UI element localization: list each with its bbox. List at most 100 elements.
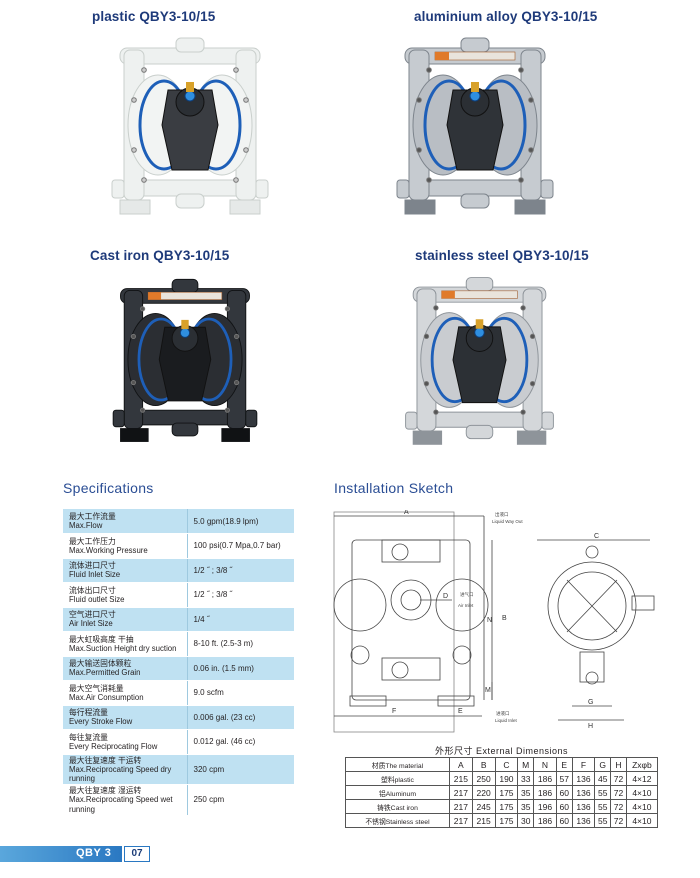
page-number: 07: [124, 846, 150, 862]
spec-label-cn: 最大空气消耗量: [69, 683, 124, 693]
spec-label-en: Max.Reciprocating Speed dry running: [69, 764, 172, 783]
dimensions-value-cell: 136: [571, 785, 596, 800]
dimensions-value-cell: 215: [471, 813, 496, 828]
dimensions-header-cell: E: [555, 757, 573, 772]
spec-label-cn: 每往复流量: [69, 732, 108, 742]
dimensions-value-cell: 220: [471, 785, 496, 800]
dimensions-material-cell: 铝Aluminum: [345, 785, 450, 800]
spec-value: 250 cpm: [186, 784, 294, 816]
dimensions-value-cell: 136: [571, 799, 596, 814]
page-footer: QBY 3 07: [0, 846, 700, 862]
dimensions-value-cell: 217: [448, 813, 473, 828]
installation-title: Installation Sketch: [334, 480, 454, 496]
spec-label-en: Max.Working Pressure: [69, 545, 148, 555]
dimensions-value-cell: 35: [517, 785, 535, 800]
spec-value: 320 cpm: [186, 754, 294, 786]
spec-label-en: Max.Reciprocating Speed wet running: [69, 795, 173, 814]
pump-image-plastic: [111, 37, 269, 215]
dimensions-header-cell: G: [594, 757, 612, 772]
spec-value: 100 psi(0.7 Mpa,0.7 bar): [186, 533, 294, 559]
dimensions-header-cell: Zxφb: [625, 757, 659, 772]
spec-label-en: Fluid outlet Size: [69, 594, 125, 604]
dimensions-value-cell: 175: [494, 785, 519, 800]
dimensions-value-cell: 175: [494, 799, 519, 814]
dimensions-value-cell: 4×10: [625, 813, 659, 828]
dimensions-value-cell: 33: [517, 771, 535, 786]
dimensions-value-cell: 55: [594, 813, 612, 828]
spec-value: 1/2 ˝ ; 3/8 ˝: [186, 558, 294, 583]
dimensions-value-cell: 57: [555, 771, 573, 786]
spec-value: 8-10 ft. (2.5-3 m): [186, 631, 294, 657]
dimensions-material-cell: 铸铁Cast iron: [345, 799, 450, 814]
spec-value: 0.006 gal. (23 cc): [186, 705, 294, 730]
spec-label-cn: 流体进口尺寸: [69, 561, 116, 571]
dimensions-header-cell: F: [571, 757, 596, 772]
dimensions-value-cell: 45: [594, 771, 612, 786]
dimensions-value-cell: 196: [533, 799, 557, 814]
dimensions-value-cell: 60: [555, 785, 573, 800]
dimensions-value-cell: 250: [471, 771, 496, 786]
dimensions-value-cell: 4×10: [625, 785, 659, 800]
dimensions-header-cell: N: [533, 757, 557, 772]
title-plastic: plastic QBY3-10/15: [92, 9, 216, 24]
label-outlet-cn: 出液口: [495, 511, 509, 518]
dimensions-value-cell: 72: [610, 771, 627, 786]
pump-image-aluminium: [396, 37, 554, 215]
label-inlet-cn: 进液口: [496, 710, 510, 717]
dimensions-value-cell: 55: [594, 785, 612, 800]
dimensions-header-cell: C: [494, 757, 519, 772]
dimensions-value-cell: 60: [555, 799, 573, 814]
dimensions-value-cell: 4×12: [625, 771, 659, 786]
spec-label-en: Every Reciprocating Flow: [69, 741, 158, 751]
spec-label-en: Fluid Inlet Size: [69, 570, 121, 580]
spec-label-cn: 最大往复速度 干运转: [69, 755, 142, 765]
dimensions-value-cell: 60: [555, 813, 573, 828]
dimensions-value-cell: 217: [448, 785, 473, 800]
dimensions-header-cell: 材质The material: [345, 757, 450, 772]
dim-label-m: M: [485, 687, 491, 694]
dimensions-header-cell: H: [610, 757, 627, 772]
label-liquid-out: Liquid Way Out: [492, 519, 523, 524]
footer-brand: QBY 3: [76, 847, 112, 859]
dimensions-value-cell: 186: [533, 771, 557, 786]
dimensions-value-cell: 55: [594, 799, 612, 814]
spec-label-cn: 流体出口尺寸: [69, 585, 116, 595]
dimensions-value-cell: 215: [448, 771, 473, 786]
spec-value: 1/2 ˝ ; 3/8 ˝: [186, 582, 294, 608]
dimensions-value-cell: 186: [533, 813, 557, 828]
dim-label-c: C: [594, 533, 599, 540]
pump-image-stainless: [405, 277, 554, 445]
title-aluminium: aluminium alloy QBY3-10/15: [414, 9, 598, 24]
label-air-inlet: Air Inlet: [458, 603, 474, 608]
dim-label-d: D: [443, 593, 448, 600]
dimensions-value-cell: 4×10: [625, 799, 659, 814]
dim-label-h: H: [588, 723, 593, 730]
dimensions-material-cell: 不锈钢Stainless steel: [345, 813, 450, 828]
dimensions-value-cell: 186: [533, 785, 557, 800]
spec-value: 5.0 gpm(18.9 lpm): [186, 509, 294, 534]
spec-value: 0.012 gal. (46 cc): [186, 729, 294, 755]
dimensions-value-cell: 30: [517, 813, 535, 828]
installation-sketch: A C B N D M F E G H 出液口 Liquid Way Out 进…: [333, 510, 655, 733]
dim-label-n: N: [487, 617, 492, 624]
dimensions-value-cell: 175: [494, 813, 519, 828]
